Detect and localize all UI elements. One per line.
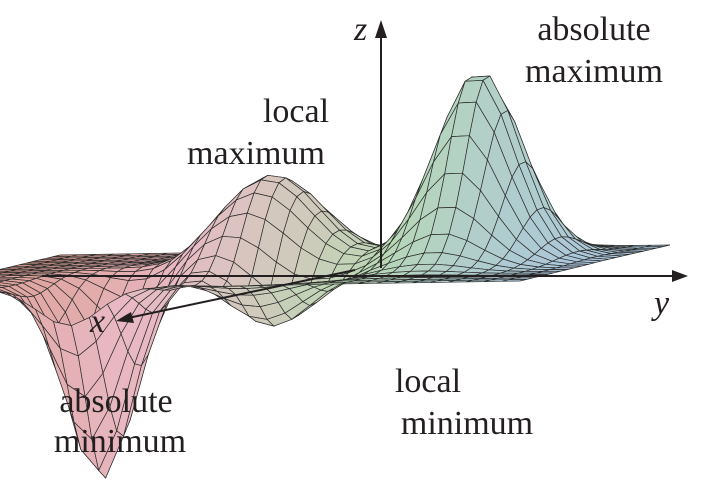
x-axis xyxy=(127,269,356,319)
surface-mesh xyxy=(0,75,671,479)
mesh-cell xyxy=(502,279,527,282)
local-maximum-line-1: local xyxy=(263,93,329,130)
absolute-maximum-label: absolute maximum xyxy=(525,11,663,90)
x-axis-label: x xyxy=(89,303,105,340)
y-axis-arrowhead xyxy=(672,270,688,282)
absolute-minimum-label: absolute minimum xyxy=(54,383,186,460)
local-minimum-label: local minimum xyxy=(395,363,533,442)
absolute-minimum-line-2: minimum xyxy=(54,423,186,460)
absolute-maximum-line-1: absolute xyxy=(537,11,650,48)
z-axis-arrowhead xyxy=(375,20,387,38)
local-maximum-label: local maximum xyxy=(187,93,329,172)
absolute-minimum-line-1: absolute xyxy=(59,383,172,420)
axes xyxy=(42,20,688,323)
x-axis-arrowhead xyxy=(116,312,134,323)
local-maximum-line-2: maximum xyxy=(187,135,325,172)
z-axis-label: z xyxy=(353,11,367,48)
local-minimum-line-2: minimum xyxy=(401,405,533,442)
local-minimum-line-1: local xyxy=(395,363,461,400)
absolute-maximum-line-2: maximum xyxy=(525,53,663,90)
y-axis-label: y xyxy=(651,285,670,322)
